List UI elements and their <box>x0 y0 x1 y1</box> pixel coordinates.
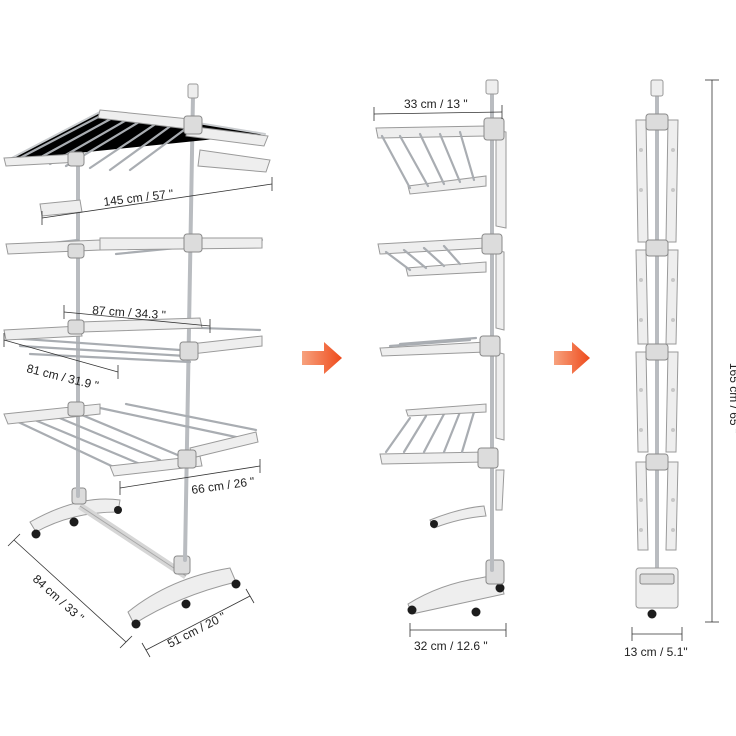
label-folded-wing: 33 cm / 13 " <box>404 97 468 111</box>
expanded-dimension-lines <box>3 177 273 658</box>
label-height: 165 cm / 65 " <box>727 363 736 433</box>
expanded-rack: 145 cm / 57 " 87 cm / 34.3 " 81 cm / 31.… <box>3 83 273 658</box>
label-folded-base: 32 cm / 12.6 " <box>414 639 488 653</box>
expanded-tier-1 <box>3 109 271 217</box>
expanded-rack-base <box>29 487 241 629</box>
expanded-tier-4 <box>3 401 259 477</box>
label-wing-depth: 81 cm / 31.9 " <box>25 361 100 392</box>
label-rack-depth: 66 cm / 26 " <box>190 474 255 497</box>
closed-rack: 13 cm / 5.1" 165 cm / 65 " <box>624 79 736 659</box>
label-width-expanded: 145 cm / 57 " <box>103 187 174 209</box>
arrow-right-icon <box>302 342 342 374</box>
label-inner-width: 87 cm / 34.3 " <box>92 303 166 322</box>
expanded-tier-3 <box>3 317 263 364</box>
expanded-tier-2 <box>5 233 264 259</box>
folded-wings-rack: 33 cm / 13 " 32 cm / 12.6 " <box>373 79 507 653</box>
label-closed-width: 13 cm / 5.1" <box>624 645 688 659</box>
arrow-right-icon <box>554 342 590 374</box>
label-base-width: 51 cm / 20 " <box>165 609 228 650</box>
